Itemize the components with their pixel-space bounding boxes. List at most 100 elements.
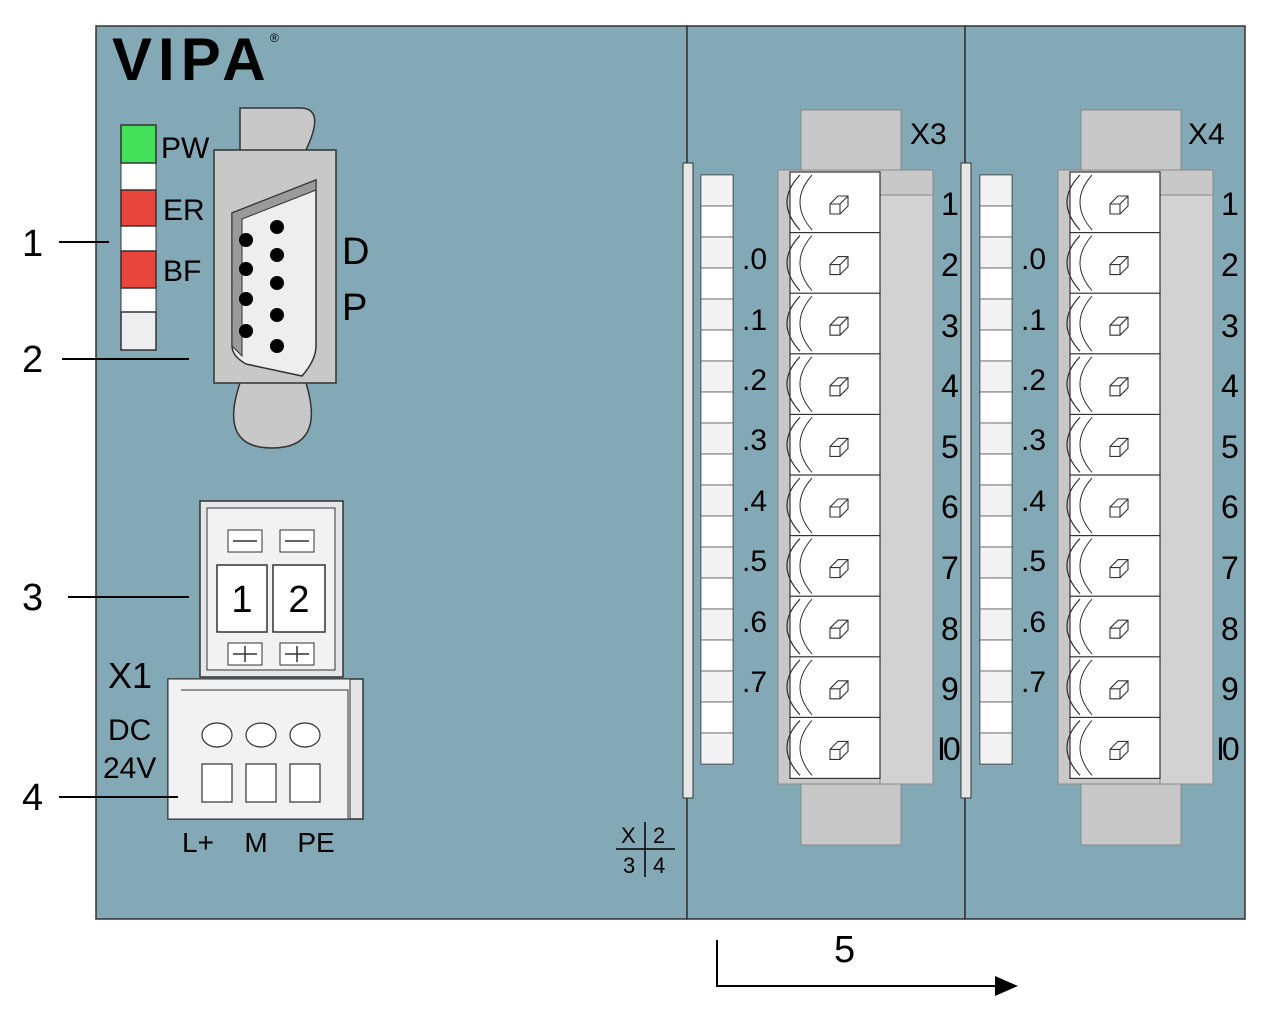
led-spare (120, 311, 157, 351)
led-cell (700, 329, 734, 362)
pin-label-x3-9: 9 (941, 671, 959, 707)
io-module-x3: X3 .0 .1 .2 .3 .4 .5 .6 .7 1 2 3 4 5 6 7… (682, 109, 963, 846)
led-cell (700, 639, 734, 672)
screw-icon (1109, 559, 1129, 579)
screw-icon (1109, 680, 1129, 700)
terminal-l-plus (201, 763, 233, 803)
switch-digit-box-1 (216, 564, 268, 633)
screw-icon (829, 619, 849, 639)
switch-digit-2: 2 (288, 579, 309, 621)
led-label-pw: PW (161, 132, 210, 165)
bit-label-x3-6: .6 (742, 606, 767, 639)
led-cell (700, 546, 734, 579)
led-cell (700, 453, 734, 486)
pin-label-x3-4: 4 (941, 368, 959, 404)
screw-terminal (1066, 353, 1161, 416)
voltage-label-24v: 24V (103, 752, 156, 785)
led-cell (979, 484, 1013, 517)
address-switch: 1 2 (199, 500, 344, 678)
led-cell (979, 174, 1013, 207)
bit-label-x4-6: .6 (1021, 606, 1046, 639)
io-module-x4: X4 .0 .1 .2 .3 .4 .5 .6 .7 1 2 3 4 5 6 7… (960, 109, 1242, 846)
bit-label-x3-5: .5 (742, 545, 767, 578)
screw-terminal (1066, 716, 1161, 780)
led-cell (979, 701, 1013, 734)
terminal-label-l-plus: L+ (182, 827, 214, 858)
led-cell (700, 205, 734, 238)
led-cell (700, 236, 734, 269)
pin-label-x3-2: 2 (941, 247, 959, 283)
pin-label-x3-6: 6 (941, 489, 959, 525)
led-cell (979, 577, 1013, 610)
terminal-label-m: M (244, 827, 267, 858)
bit-label-x3-1: .1 (742, 304, 767, 337)
screw-terminal (1066, 292, 1161, 355)
led-pw (120, 124, 157, 164)
callouts: 1 2 3 4 5 (22, 223, 1018, 996)
screw-terminal (786, 716, 881, 780)
screw-icon (1109, 195, 1129, 215)
led-cell (700, 577, 734, 610)
legend-3: 3 (623, 853, 635, 878)
led-cell (700, 670, 734, 703)
bit-label-x4-5: .5 (1021, 545, 1046, 578)
led-label-bf: BF (163, 255, 201, 288)
screw-terminal (1066, 474, 1161, 537)
led-cell (979, 422, 1013, 455)
legend-2: 2 (653, 823, 665, 848)
screw-icon (829, 316, 849, 336)
led-cell (979, 608, 1013, 641)
led-strip-cells (979, 174, 1013, 765)
dp-label-d: D (342, 231, 369, 273)
led-cell (979, 546, 1013, 579)
pin-label-x4-5: 5 (1221, 429, 1239, 465)
led-cell (979, 236, 1013, 269)
led-cell (700, 360, 734, 393)
bit-label-x3-4: .4 (742, 485, 767, 518)
switch-digit-1: 1 (231, 579, 252, 621)
legend-x: X (621, 823, 636, 848)
bit-label-x4-2: .2 (1021, 364, 1046, 397)
bit-label-x3-0: .0 (742, 243, 767, 276)
led-cell (979, 670, 1013, 703)
led-cell (700, 267, 734, 300)
screw-terminal (1066, 656, 1161, 719)
screw-terminal (1066, 413, 1161, 476)
led-strip-cells (700, 174, 734, 765)
logo-text: VIPA (112, 26, 272, 93)
bit-label-x3-7: .7 (742, 666, 767, 699)
pin-label-x3-1: 1 (941, 186, 959, 222)
callout-4: 4 (22, 777, 43, 819)
screw-icon (1109, 256, 1129, 276)
led-cell (700, 701, 734, 734)
screw-icon (829, 680, 849, 700)
led-cell (700, 174, 734, 207)
pin-label-x4-10: I0 (1216, 731, 1239, 767)
screw-terminal (786, 292, 881, 355)
terminal-m (245, 763, 277, 803)
bit-label-x3-2: .2 (742, 364, 767, 397)
screw-icon (829, 740, 849, 760)
screw-icon (1109, 377, 1129, 397)
screw-terminal (1066, 232, 1161, 295)
pin-label-x4-3: 3 (1221, 308, 1239, 344)
pin-label-x4-7: 7 (1221, 550, 1239, 586)
led-bf (120, 250, 157, 289)
screw-icon (1109, 437, 1129, 457)
pin-label-x3-3: 3 (941, 308, 959, 344)
dp-label-p: P (342, 287, 367, 329)
led-cell (979, 298, 1013, 331)
led-cell (979, 267, 1013, 300)
screw-icon (1109, 740, 1129, 760)
pin-label-x4-2: 2 (1221, 247, 1239, 283)
screw-terminal (786, 474, 881, 537)
x1-label: X1 (108, 655, 152, 696)
screw-icon (1109, 498, 1129, 518)
arrow-right-icon (995, 976, 1018, 996)
bit-label-x4-7: .7 (1021, 666, 1046, 699)
dsub-pins (239, 220, 284, 353)
connector-legend: X 2 3 4 (616, 822, 675, 878)
terminal-block-x3 (786, 171, 881, 780)
pin-label-x4-4: 4 (1221, 368, 1239, 404)
